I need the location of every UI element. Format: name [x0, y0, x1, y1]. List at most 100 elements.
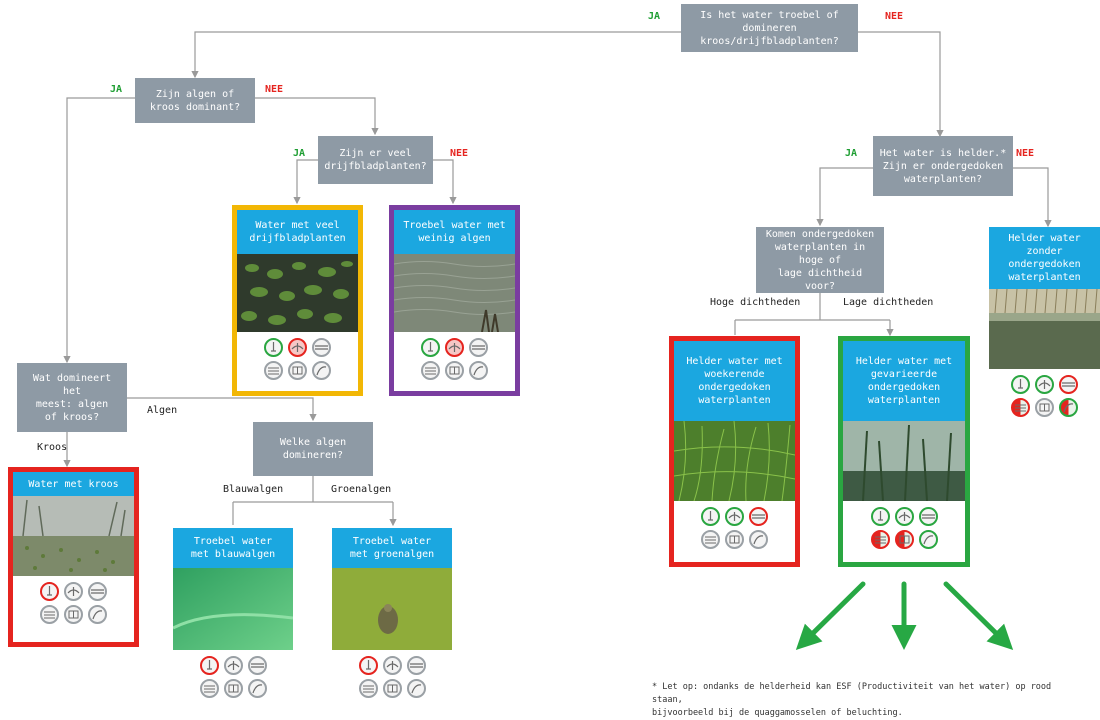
esf4-icon [264, 361, 283, 380]
esf6-icon [918, 530, 938, 549]
esf1-icon [358, 656, 378, 675]
esf3-icon [247, 656, 267, 675]
esf3-icon [1059, 375, 1078, 394]
label-nee-helder: NEE [1016, 148, 1035, 159]
question-domineert: Wat domineert het meest: algen of kroos? [17, 363, 127, 432]
esf1-icon [40, 582, 59, 601]
link-helder-nee [1013, 167, 1052, 228]
esf3-icon [88, 582, 107, 601]
esf4-icon [701, 530, 720, 549]
card-drijfbladplanten: Water met veel drijfbladplanten [232, 205, 363, 396]
esf1-icon [264, 338, 283, 357]
question-algen-kroos: Zijn algen of kroos dominant? [135, 78, 255, 123]
photo-clear-no-plants [989, 289, 1100, 369]
esf2-icon [1035, 375, 1054, 394]
question-dichtheid: Komen ondergedoken waterplanten in hoge … [756, 227, 884, 293]
card-blauwalgen: Troebel water met blauwalgen [173, 528, 293, 708]
esf3-icon [918, 507, 938, 526]
esf4-icon [358, 679, 378, 698]
card-water-met-kroos: Water met kroos [8, 467, 139, 647]
link-algen-nee [255, 97, 379, 136]
status-icons [332, 650, 452, 698]
esf1-icon [701, 507, 720, 526]
esf1-icon [1011, 375, 1030, 394]
esf2-icon [288, 338, 307, 357]
esf1-icon [199, 656, 219, 675]
card-title: Water met kroos [13, 472, 134, 496]
green-arrow-right [943, 581, 1014, 651]
esf2-icon [894, 507, 914, 526]
label-nee-algen: NEE [265, 84, 284, 95]
card-gevarieerde-waterplanten: Helder water met gevarieerde ondergedoke… [838, 336, 970, 567]
status-icons [237, 332, 358, 380]
esf2-icon [64, 582, 83, 601]
card-title: Troebel water met groenalgen [332, 528, 452, 568]
esf5-icon [382, 679, 402, 698]
esf5-icon [445, 361, 464, 380]
esf6-icon [312, 361, 331, 380]
photo-varied-plants [843, 421, 965, 501]
photo-dense-plants [674, 421, 795, 501]
esf4-icon [870, 530, 890, 549]
label-ja-helder: JA [845, 148, 858, 159]
question-helder: Het water is helder.* Zijn er ondergedok… [873, 136, 1013, 196]
label-ja-algen: JA [110, 84, 123, 95]
esf5-icon [725, 530, 744, 549]
label-kroos: Kroos [37, 442, 68, 453]
status-icons [843, 501, 965, 549]
link-helder-ja [816, 167, 873, 227]
card-groenalgen: Troebel water met groenalgen [332, 528, 452, 708]
link-algen-ja [63, 97, 135, 364]
label-ja-drijf: JA [293, 148, 306, 159]
photo-green-algae [332, 568, 452, 650]
esf6-icon [406, 679, 426, 698]
status-icons [394, 332, 515, 380]
esf3-icon [312, 338, 331, 357]
link-dichtheid [734, 293, 890, 335]
esf1-icon [421, 338, 440, 357]
label-ja-root: JA [648, 11, 661, 22]
card-troebel-weinig-algen: Troebel water met weinig algen [389, 205, 520, 396]
photo-turbid-water [394, 254, 515, 332]
label-blauwalgen: Blauwalgen [223, 484, 284, 495]
label-lage-dichtheden: Lage dichtheden [843, 297, 934, 308]
green-arrow-left [795, 581, 866, 651]
label-nee-drijf: NEE [450, 148, 469, 159]
card-title: Troebel water met blauwalgen [173, 528, 293, 568]
status-icons [674, 501, 795, 549]
link-domineert-algen [127, 397, 317, 422]
esf6-icon [1059, 398, 1078, 417]
esf5-icon [64, 605, 83, 624]
esf3-icon [406, 656, 426, 675]
esf2-icon [382, 656, 402, 675]
esf5-icon [1035, 398, 1054, 417]
esf3-icon [469, 338, 488, 357]
esf5-icon [223, 679, 243, 698]
link-welke-algen [232, 476, 393, 525]
esf4-icon [1011, 398, 1030, 417]
footnote: * Let op: ondanks de helderheid kan ESF … [652, 682, 1052, 718]
esf3-icon [749, 507, 768, 526]
esf6-icon [469, 361, 488, 380]
link-drijf-ja [293, 159, 318, 205]
question-welke-algen: Welke algen domineren? [253, 422, 373, 476]
status-icons [13, 576, 134, 624]
card-title: Helder water met woekerende ondergedoken… [674, 341, 795, 421]
esf4-icon [199, 679, 219, 698]
label-nee-root: NEE [885, 11, 904, 22]
link-root-ja [191, 31, 681, 79]
esf4-icon [40, 605, 59, 624]
card-title: Helder water met gevarieerde ondergedoke… [843, 341, 965, 421]
esf4-icon [421, 361, 440, 380]
status-icons [173, 650, 293, 698]
esf2-icon [223, 656, 243, 675]
esf2-icon [725, 507, 744, 526]
esf5-icon [894, 530, 914, 549]
esf5-icon [288, 361, 307, 380]
label-groenalgen: Groenalgen [331, 484, 392, 495]
link-drijf-nee [433, 159, 457, 205]
esf2-icon [445, 338, 464, 357]
label-algen: Algen [147, 405, 178, 416]
esf6-icon [88, 605, 107, 624]
